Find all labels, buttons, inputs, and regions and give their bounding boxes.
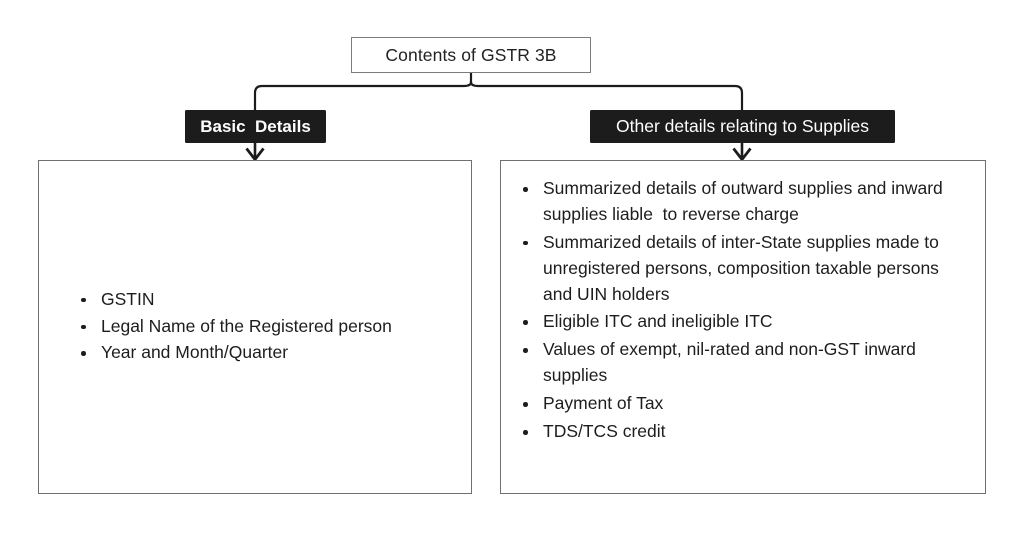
list-item: Summarized details of outward supplies a…: [519, 176, 971, 228]
list-item: Year and Month/Quarter: [77, 340, 453, 366]
list-item: Summarized details of inter-State suppli…: [519, 230, 971, 308]
branch-label-basic-details-text: Basic Details: [200, 117, 311, 136]
list-item: GSTIN: [77, 287, 453, 313]
list-item-text: Payment of Tax: [543, 393, 664, 414]
content-box-basic-details: GSTIN Legal Name of the Registered perso…: [38, 160, 472, 494]
bullet-list-basic-details: GSTIN Legal Name of the Registered perso…: [39, 287, 471, 368]
list-item-text: GSTIN: [101, 288, 155, 309]
list-item-text: Values of exempt, nil-rated and non-GST …: [543, 339, 921, 386]
list-item-text: Legal Name of the Registered person: [101, 315, 392, 336]
list-item-text: Summarized details of inter-State suppli…: [543, 231, 944, 304]
branch-label-other-details-text: Other details relating to Supplies: [616, 115, 869, 136]
root-node-contents-of-gstr-3b: Contents of GSTR 3B: [351, 37, 591, 73]
list-item: Legal Name of the Registered person: [77, 314, 453, 340]
branch-label-other-details: Other details relating to Supplies: [590, 110, 895, 143]
list-item: Payment of Tax: [519, 391, 971, 417]
list-item-text: Summarized details of outward supplies a…: [543, 178, 948, 224]
list-item: Values of exempt, nil-rated and non-GST …: [519, 337, 971, 389]
content-box-other-details: Summarized details of outward supplies a…: [500, 160, 986, 494]
list-item-text: TDS/TCS credit: [543, 421, 666, 442]
list-item: Eligible ITC and ineligible ITC: [519, 309, 971, 335]
list-item: TDS/TCS credit: [519, 419, 971, 445]
branch-label-basic-details: Basic Details: [185, 110, 326, 143]
list-item-text: Year and Month/Quarter: [101, 342, 289, 363]
list-item-text: Eligible ITC and ineligible ITC: [543, 311, 773, 332]
root-node-label: Contents of GSTR 3B: [385, 44, 557, 65]
bullet-list-other-details: Summarized details of outward supplies a…: [501, 161, 985, 447]
